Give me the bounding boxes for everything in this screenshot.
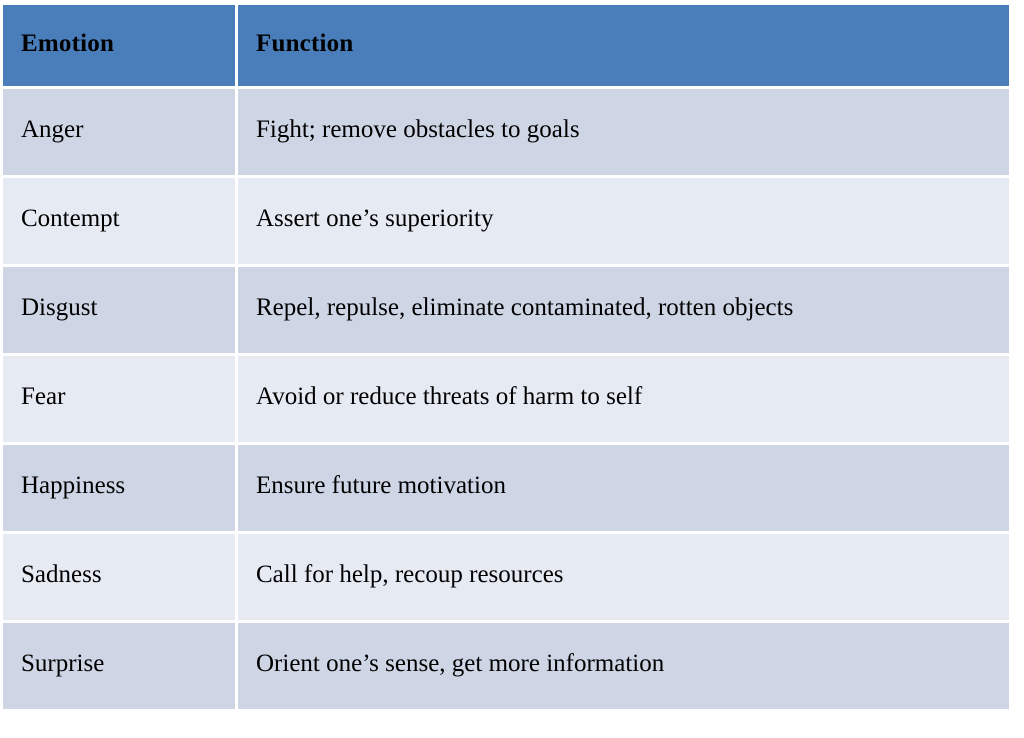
cell-emotion-text: Disgust	[21, 293, 98, 321]
cell-function: Ensure future motivation	[238, 445, 1009, 531]
column-header-function-label: Function	[256, 29, 354, 57]
cell-emotion: Happiness	[3, 445, 235, 531]
cell-function-text: Ensure future motivation	[256, 471, 506, 499]
cell-function-text: Avoid or reduce threats of harm to self	[256, 382, 643, 410]
cell-emotion-text: Anger	[21, 115, 84, 143]
column-header-emotion-label: Emotion	[21, 29, 115, 57]
cell-function-text: Repel, repulse, eliminate contaminated, …	[256, 293, 794, 321]
cell-function: Orient one’s sense, get more information	[238, 623, 1009, 709]
cell-emotion-text: Contempt	[21, 204, 120, 232]
cell-emotion-text: Surprise	[21, 649, 105, 677]
cell-function-text: Assert one’s superiority	[256, 204, 494, 232]
column-header-emotion: Emotion	[3, 5, 235, 86]
table-row: Disgust Repel, repulse, eliminate contam…	[3, 267, 1009, 353]
cell-emotion: Contempt	[3, 178, 235, 264]
cell-function: Assert one’s superiority	[238, 178, 1009, 264]
table-body: Anger Fight; remove obstacles to goals C…	[3, 89, 1009, 709]
cell-function-text: Fight; remove obstacles to goals	[256, 115, 580, 143]
table-header-row: Emotion Function	[3, 5, 1009, 86]
cell-function: Call for help, recoup resources	[238, 534, 1009, 620]
table-row: Anger Fight; remove obstacles to goals	[3, 89, 1009, 175]
cell-emotion-text: Sadness	[21, 560, 102, 588]
cell-function-text: Call for help, recoup resources	[256, 560, 564, 588]
cell-emotion: Fear	[3, 356, 235, 442]
emotion-function-table: Emotion Function Anger Fight; remove obs…	[0, 2, 1012, 712]
table-row: Contempt Assert one’s superiority	[3, 178, 1009, 264]
cell-emotion-text: Happiness	[21, 471, 126, 499]
column-header-function: Function	[238, 5, 1009, 86]
cell-emotion: Sadness	[3, 534, 235, 620]
table-row: Happiness Ensure future motivation	[3, 445, 1009, 531]
cell-emotion-text: Fear	[21, 382, 66, 410]
cell-emotion: Disgust	[3, 267, 235, 353]
cell-emotion: Surprise	[3, 623, 235, 709]
table-header: Emotion Function	[3, 5, 1009, 86]
cell-emotion: Anger	[3, 89, 235, 175]
cell-function: Avoid or reduce threats of harm to self	[238, 356, 1009, 442]
cell-function: Repel, repulse, eliminate contaminated, …	[238, 267, 1009, 353]
table-row: Sadness Call for help, recoup resources	[3, 534, 1009, 620]
table-row: Fear Avoid or reduce threats of harm to …	[3, 356, 1009, 442]
table-row: Surprise Orient one’s sense, get more in…	[3, 623, 1009, 709]
cell-function: Fight; remove obstacles to goals	[238, 89, 1009, 175]
emotion-function-table-container: Emotion Function Anger Fight; remove obs…	[3, 5, 1012, 734]
cell-function-text: Orient one’s sense, get more information	[256, 649, 665, 677]
